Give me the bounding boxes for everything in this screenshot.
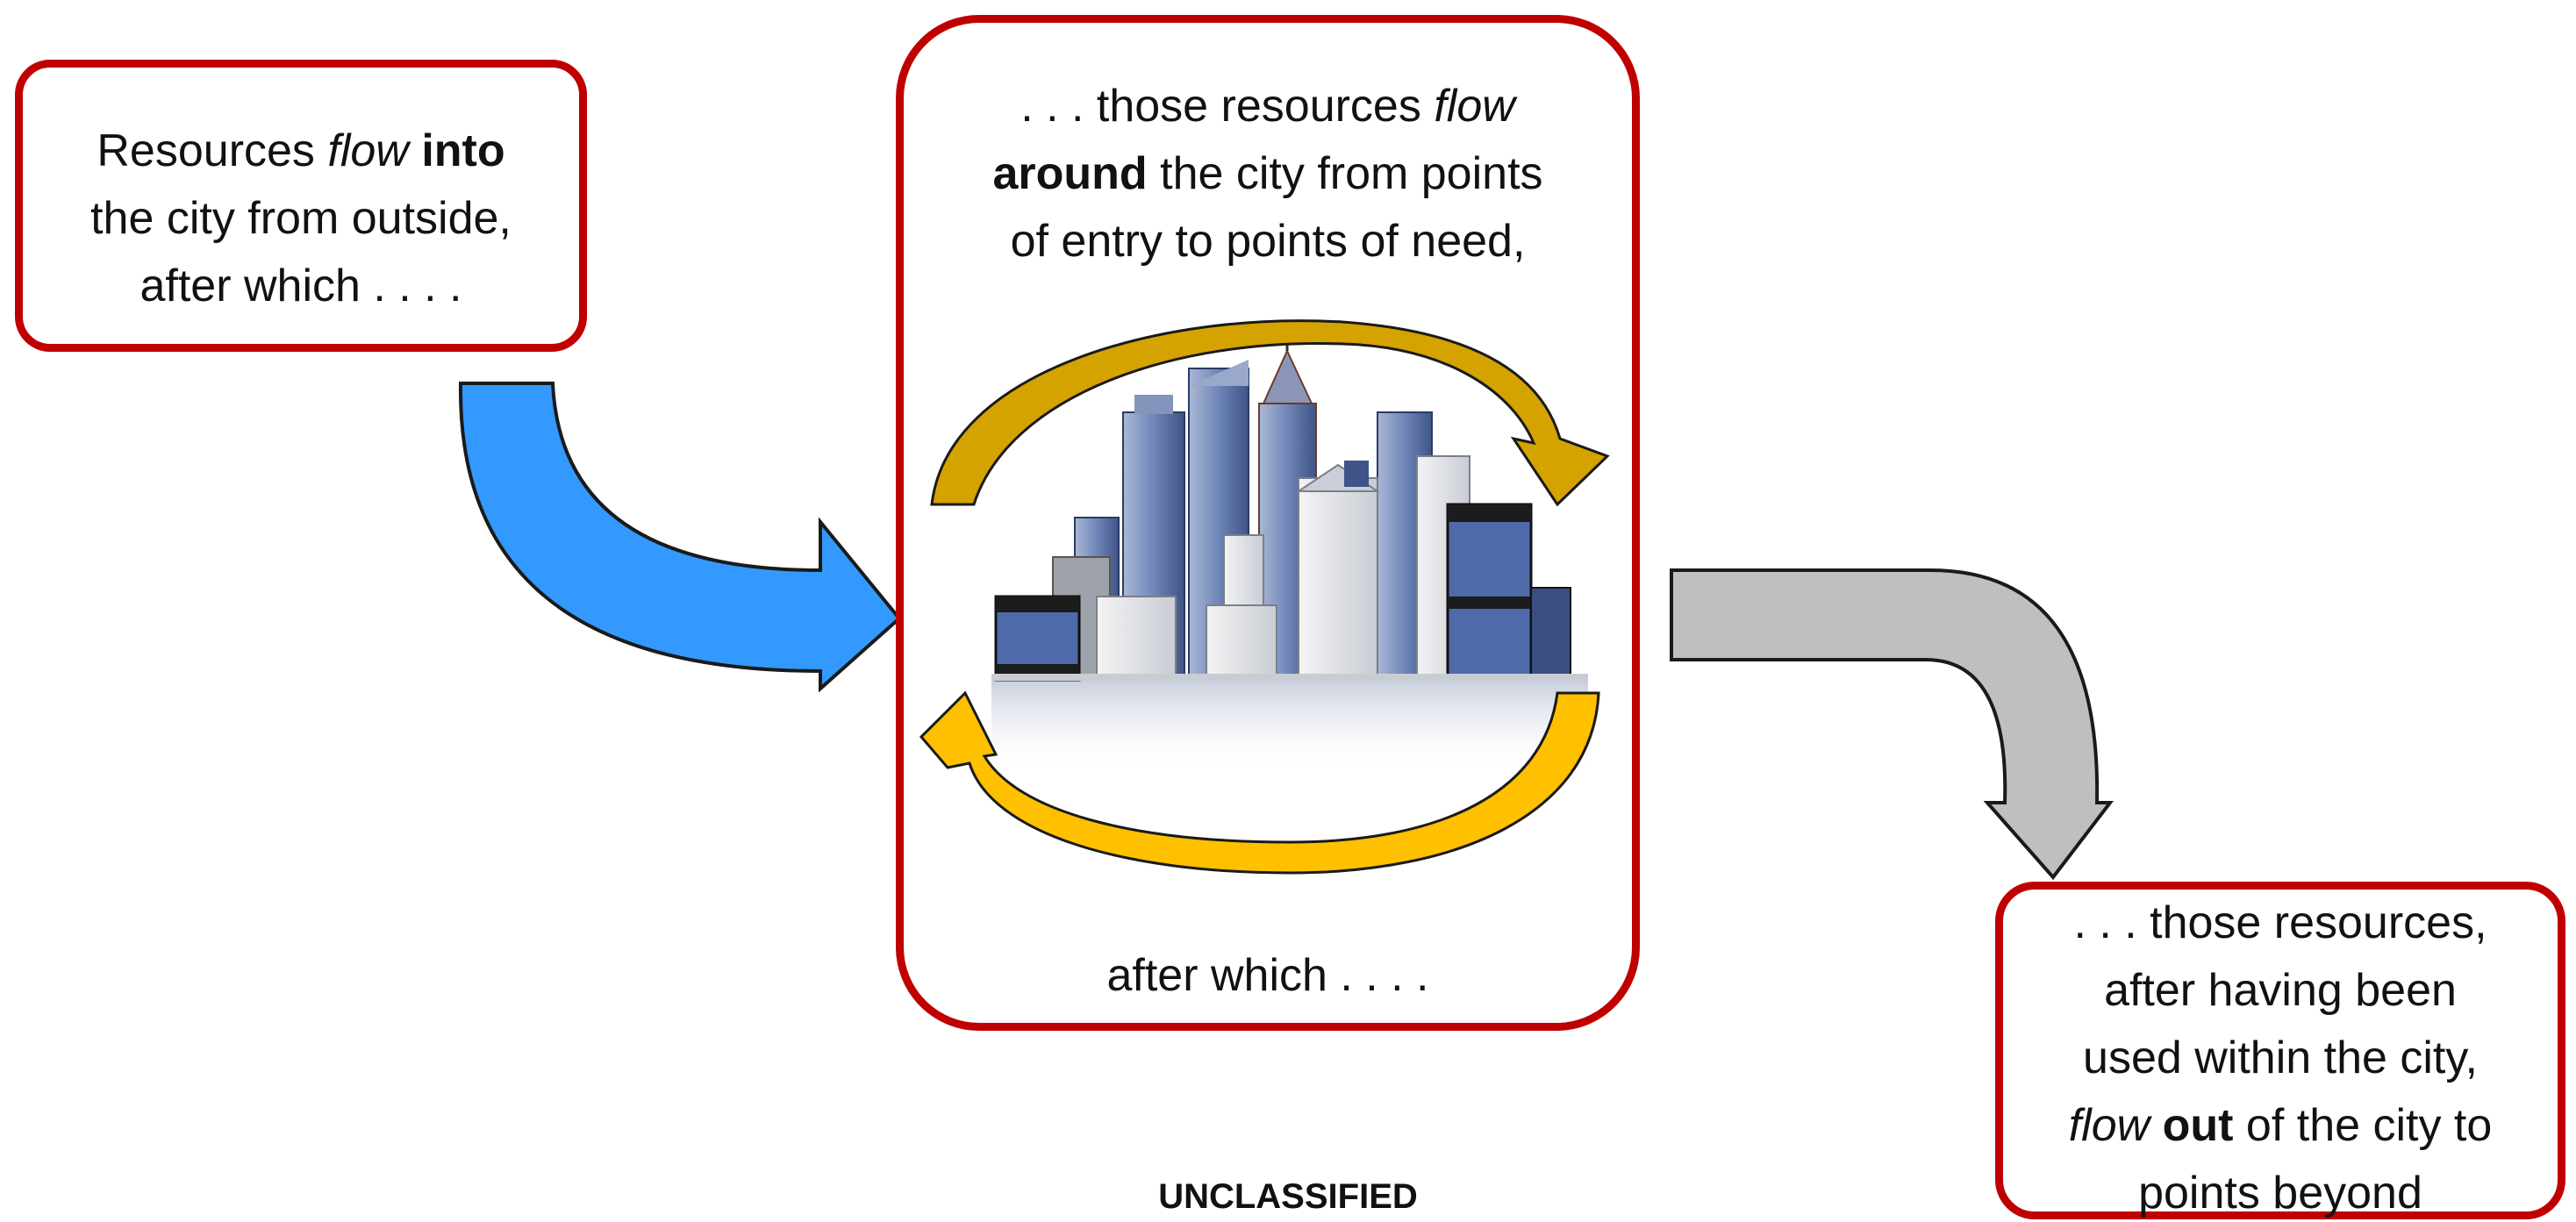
city-skyline-image — [991, 320, 1588, 776]
inflow-line-2: the city from outside, — [90, 193, 512, 244]
circulation-arrow-top — [930, 319, 1610, 507]
inflow-line-3: after which . . . . — [140, 261, 462, 311]
inflow-line-1: Resources flow into — [97, 125, 505, 176]
circulation-bottom-line: after which . . . . — [1106, 950, 1429, 1001]
outflow-line-2: after having been — [2104, 965, 2457, 1016]
outflow-line-5: points beyond — [2138, 1168, 2422, 1218]
outflow-line-1: . . . those resources, — [2073, 897, 2487, 948]
outflow-line-4: flow out of the city to — [2068, 1100, 2493, 1151]
classification-footer: UNCLASSIFIED — [1158, 1177, 1418, 1216]
circulation-text-box: . . . those resources flow around the ci… — [896, 15, 1640, 1031]
circulation-line-2: around the city from points — [992, 148, 1543, 199]
circulation-line-1: . . . those resources flow — [1020, 81, 1515, 132]
inflow-arrow — [458, 382, 902, 693]
circulation-arrow-bottom — [919, 690, 1600, 875]
outflow-arrow — [1670, 568, 2114, 881]
outflow-text-box: . . . those resources, after having been… — [1995, 882, 2565, 1219]
outflow-line-3: used within the city, — [2083, 1033, 2478, 1083]
inflow-text-box: Resources flow into the city from outsid… — [15, 60, 587, 352]
circulation-line-3: of entry to points of need, — [1010, 216, 1526, 267]
